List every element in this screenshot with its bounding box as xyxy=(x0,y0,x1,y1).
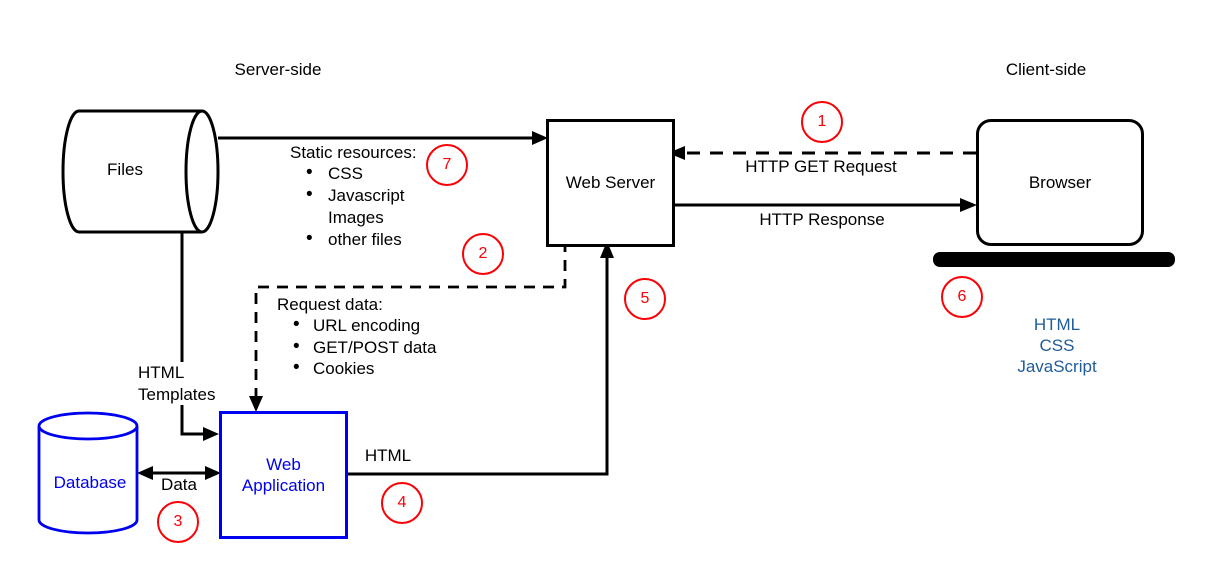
html-edge-label: HTML xyxy=(361,446,415,466)
arrowhead-right xyxy=(960,198,977,212)
list-item: Javascript xyxy=(290,184,417,207)
edge-request-data xyxy=(249,241,567,412)
laptop-base xyxy=(933,252,1175,267)
static-resources-title: Static resources: xyxy=(290,143,417,162)
client-stack-line: CSS xyxy=(1039,336,1075,355)
edge-data xyxy=(137,466,221,480)
edge-http-response xyxy=(669,198,977,212)
client-stack-annotation: HTML CSS JavaScript xyxy=(1017,314,1096,377)
request-data-annotation: Request data: URL encoding GET/POST data… xyxy=(277,294,436,380)
arrowhead-up xyxy=(600,241,614,258)
list-item: CSS xyxy=(290,162,417,185)
static-resources-annotation: Static resources: CSS Javascript Images … xyxy=(290,142,417,251)
client-side-region-label: Client-side xyxy=(1005,60,1087,79)
step-circle-3: 3 xyxy=(157,501,199,543)
list-item: other files xyxy=(290,228,417,251)
files-cylinder xyxy=(61,109,220,234)
web-server-label: Web Server xyxy=(565,173,656,192)
database-label: Database xyxy=(53,473,127,492)
edge-static-resources xyxy=(218,131,548,145)
list-item: GET/POST data xyxy=(277,336,436,359)
web-application-label: Web Application xyxy=(241,454,326,496)
database-cylinder xyxy=(37,411,139,535)
request-data-title: Request data: xyxy=(277,295,383,314)
edge-html xyxy=(342,241,614,476)
step-circle-2: 2 xyxy=(462,233,504,275)
http-response-label: HTTP Response xyxy=(756,210,888,230)
browser-node: Browser xyxy=(976,119,1144,246)
list-item: Cookies xyxy=(277,357,436,380)
http-get-request-label: HTTP GET Request xyxy=(742,157,900,177)
arrowhead-left xyxy=(137,466,153,480)
edge-http-get-request xyxy=(668,146,976,160)
arrowhead-right xyxy=(205,466,221,480)
files-label: Files xyxy=(107,160,143,179)
client-stack-line: HTML xyxy=(1033,315,1081,334)
step-circle-7: 7 xyxy=(426,144,468,186)
step-circle-4: 4 xyxy=(381,482,423,524)
arrowhead-left xyxy=(668,146,685,160)
html-templates-edge-label: HTML Templates xyxy=(138,362,232,405)
data-edge-label: Data xyxy=(158,475,200,495)
arrowhead-right xyxy=(203,427,219,441)
web-application-node: Web Application xyxy=(219,411,348,539)
request-data-list: URL encoding GET/POST data Cookies xyxy=(277,314,436,380)
step-circle-1: 1 xyxy=(801,101,843,143)
list-item: URL encoding xyxy=(277,314,436,337)
step-circle-5: 5 xyxy=(624,278,666,320)
list-item: Images xyxy=(328,208,384,227)
step-circle-6: 6 xyxy=(941,276,983,318)
browser-label: Browser xyxy=(1028,172,1092,192)
server-side-region-label: Server-side xyxy=(234,60,322,79)
client-stack-line: JavaScript xyxy=(1017,357,1097,376)
web-server-node: Web Server xyxy=(546,119,675,247)
edge-html-templates xyxy=(180,230,219,441)
arrowhead-down xyxy=(249,396,263,412)
arrowhead-right xyxy=(532,131,548,145)
static-resources-list: CSS Javascript Images other files xyxy=(290,162,417,251)
